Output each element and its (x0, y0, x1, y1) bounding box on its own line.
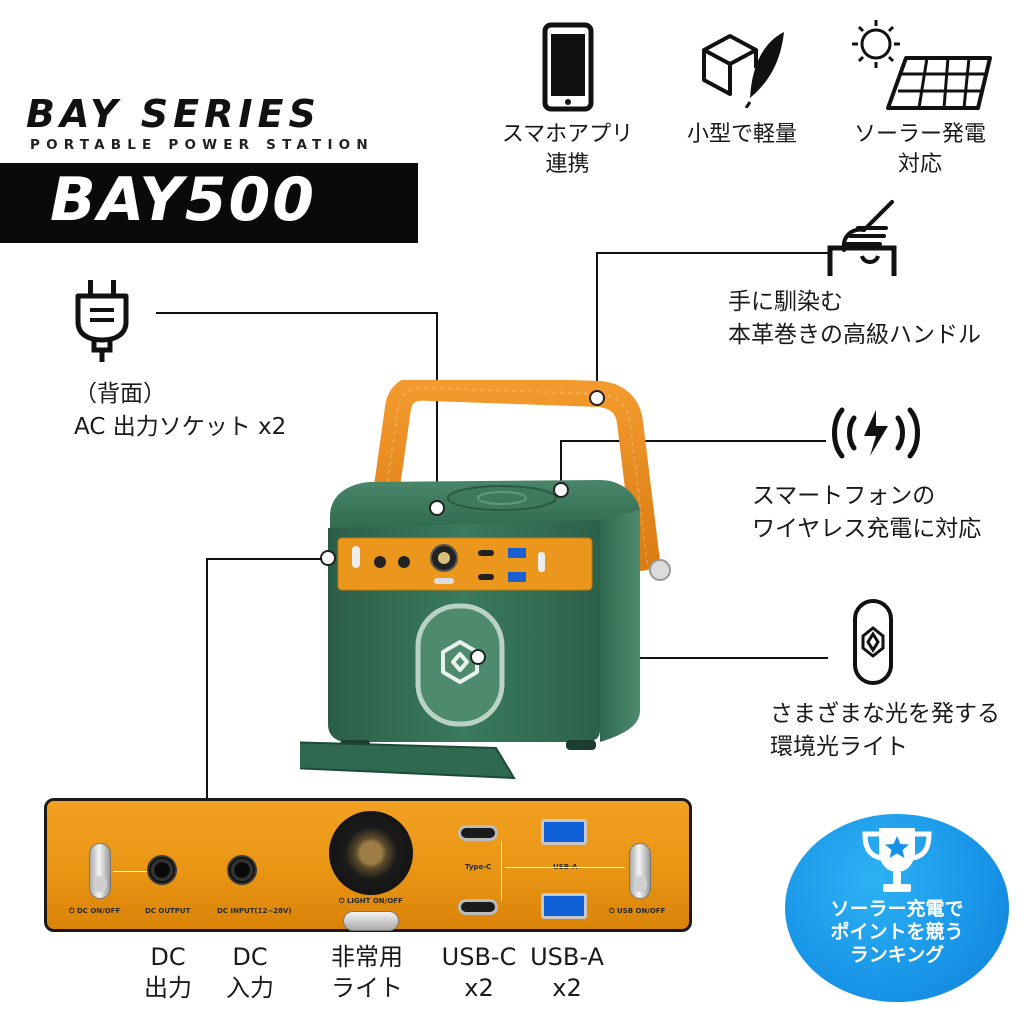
port-label: 入力 (226, 974, 274, 1002)
dc-power-switch[interactable] (89, 843, 111, 899)
handle-point-marker (589, 390, 605, 406)
leather-handle (369, 380, 661, 572)
ac-leader-line (436, 312, 438, 502)
usb-a-port[interactable] (541, 893, 587, 919)
light-point-marker (470, 649, 486, 665)
ac-point-marker (429, 500, 445, 516)
badge-line: ポイントを競う (830, 921, 964, 943)
feature-solar: ソーラー発電 対応 (830, 18, 1010, 183)
usb-a-port[interactable] (541, 819, 587, 845)
panel-point-marker (320, 550, 336, 566)
port-label: DC (150, 943, 186, 971)
port-label: 出力 (144, 974, 192, 1002)
brand-series-title: BAY SERIES (26, 92, 321, 136)
port-label: x2 (552, 974, 582, 1002)
port-label: USB-C (441, 943, 517, 971)
dc-output-label: DC OUTPUT (145, 907, 191, 915)
panel-leader-line (206, 558, 208, 800)
feature-label: スマホアプリ (501, 122, 634, 147)
usb-onoff-label: ⏻ USB ON/OFF (609, 907, 666, 915)
feature-lightweight: 小型で軽量 (672, 22, 812, 182)
wireless-point-marker (553, 482, 569, 498)
wireless-callout-line1: スマートフォンの (752, 483, 936, 509)
ambient-light-icon (853, 599, 893, 685)
cube-feather-icon (702, 32, 784, 108)
wireless-callout-line2: ワイヤレス充電に対応 (752, 516, 982, 542)
ac-leader-line (156, 312, 438, 314)
feature-smartphone: スマホアプリ 連携 (480, 22, 655, 182)
light-callout-line2: 環境光ライト (770, 734, 908, 760)
ac-callout-line1: （背面） (74, 381, 166, 407)
trophy-star-icon (862, 828, 932, 892)
feature-label: 対応 (897, 152, 942, 177)
wireless-leader-line (560, 440, 562, 484)
port-label: DC (232, 943, 268, 971)
light-leader-line (478, 657, 828, 659)
handle-callout-line2: 本革巻きの高級ハンドル (728, 322, 981, 348)
brand-model-name: BAY500 (50, 165, 316, 235)
panel-leader-line (207, 558, 322, 560)
dc-output-jack[interactable] (147, 855, 177, 885)
feature-label: 小型で軽量 (686, 122, 797, 147)
handle-leader-line (596, 252, 598, 398)
light-callout-line1: さまざまな光を発する (770, 701, 1000, 727)
badge-line: ソーラー充電で (830, 898, 964, 920)
light-onoff-label: ⏻ LIGHT ON/OFF (339, 897, 403, 905)
power-plug-icon (75, 280, 129, 362)
ac-callout-line2: AC 出力ソケット x2 (74, 414, 287, 440)
dc-onoff-label: ⏻ DC ON/OFF (69, 907, 121, 915)
port-panel: ⏻ DC ON/OFF DC OUTPUT DC INPUT(12~28V) ⏻… (44, 798, 692, 932)
port-label: x2 (464, 974, 494, 1002)
badge-line: ランキング (849, 944, 945, 966)
brand-subtitle: PORTABLE POWER STATION (30, 137, 374, 153)
usb-c-port[interactable] (458, 899, 498, 915)
light-switch[interactable] (343, 911, 399, 931)
usb-power-switch[interactable] (629, 843, 651, 899)
handle-leader-line (596, 252, 830, 254)
port-label: ライト (331, 974, 403, 1002)
handle-callout-line1: 手に馴染む (728, 289, 843, 315)
feature-label: 連携 (545, 152, 590, 177)
emergency-light-lens[interactable] (329, 811, 413, 895)
power-station-device (300, 380, 671, 780)
feature-label: ソーラー発電 (853, 122, 986, 147)
port-label: 非常用 (331, 943, 403, 971)
solar-panel-icon (852, 20, 992, 110)
port-label: USB-A (530, 943, 604, 971)
hand-grip-icon (827, 200, 897, 276)
dc-input-label: DC INPUT(12~28V) (217, 907, 292, 915)
wireless-leader-line (560, 440, 826, 442)
usb-c-port[interactable] (458, 825, 498, 841)
type-c-label: Type-C (465, 863, 492, 871)
smartphone-icon (542, 22, 594, 112)
wireless-charging-icon (832, 407, 920, 459)
dc-input-jack[interactable] (227, 855, 257, 885)
brand-model-banner (0, 163, 418, 243)
